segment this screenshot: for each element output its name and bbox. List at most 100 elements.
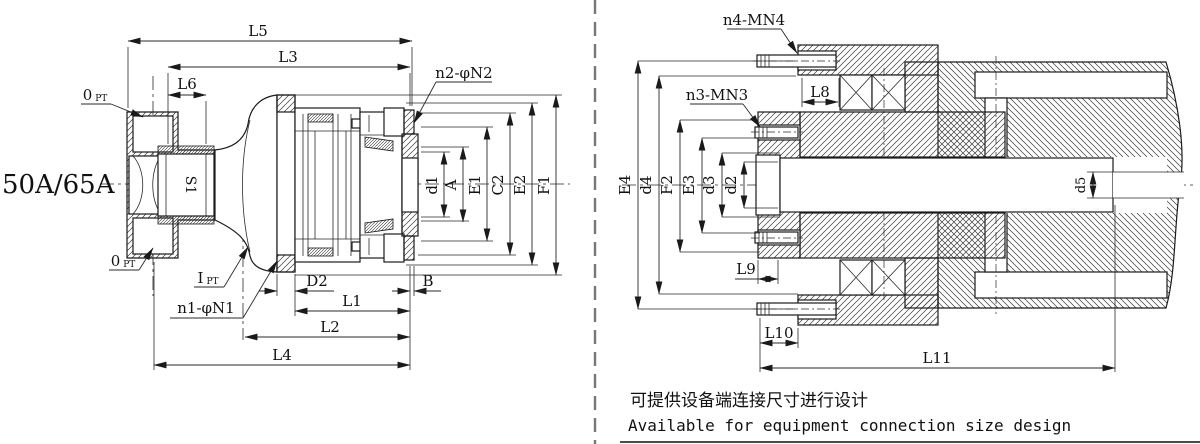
dim-L5-label: L5: [248, 22, 268, 40]
dim-d4-label: d4: [637, 175, 655, 194]
bearing-bottom: [839, 259, 906, 296]
bearing-cross: [871, 74, 906, 111]
shaft-tip-edges: [1113, 171, 1184, 199]
dim-D2-label: D2: [306, 272, 328, 290]
dim-L3: L3: [167, 48, 411, 71]
callout-n1-label: n1-φN1: [177, 299, 234, 317]
dim-A: A: [442, 146, 467, 223]
callout-n3-leader: [742, 103, 761, 128]
note-english: Available for equipment connection size …: [628, 416, 1071, 435]
dim-d2-label: d2: [722, 175, 740, 194]
left-extension-lines: [127, 47, 562, 370]
seal-thread-band-bottom: [307, 247, 334, 257]
dim-L1-label: L1: [342, 292, 362, 310]
dim-L1: L1: [294, 292, 411, 315]
dim-d4: d4: [637, 75, 663, 295]
dim-E1-label: E1: [466, 175, 484, 196]
flange-hatch-top: [276, 94, 296, 113]
bearing-top: [839, 74, 906, 111]
dim-F2: F2: [658, 119, 684, 253]
callout-n1-leader: [242, 260, 278, 319]
dim-C2: C2: [489, 112, 514, 256]
dim-L4: L4: [153, 346, 411, 369]
callout-n2-leader: [413, 81, 437, 124]
flange-hatch-bottom: [276, 254, 296, 273]
callout-n2-label: n2-φN2: [435, 64, 492, 82]
dim-L11: L11: [759, 349, 1116, 372]
callout-n4-leader: [780, 28, 798, 54]
callout-n4: n4-MN4: [723, 11, 798, 54]
dim-E2-label: E2: [511, 175, 529, 196]
stud-nut-top: [383, 107, 405, 137]
note-chinese: 可提供设备端连接尺寸进行设计: [630, 391, 868, 411]
top-port-bore: [132, 115, 174, 153]
port-side-leader: [223, 246, 249, 288]
shaft-tip-section: [1113, 172, 1184, 198]
dim-F1: F1: [535, 94, 560, 276]
callout-n2: n2-φN2: [413, 64, 493, 124]
housing-top-channel: [974, 71, 1168, 99]
dim-d1: d1: [423, 151, 448, 218]
dim-F2-label: F2: [658, 175, 676, 195]
stud-nut-bottom: [383, 233, 405, 263]
shaft-pilot: [755, 154, 781, 216]
callout-n4-label: n4-MN4: [723, 11, 785, 29]
dim-d5-label: d5: [1074, 177, 1089, 194]
dim-L8: L8: [801, 83, 839, 106]
elbow-neck: [214, 94, 278, 273]
callout-n1: n1-φN1: [170, 260, 278, 319]
dim-B: B: [392, 272, 441, 295]
dim-D2: D2: [259, 272, 334, 295]
left-view: L5 L3 L6 D2 B L1 L2: [2, 22, 570, 370]
shaft-main: [779, 157, 1114, 213]
mounting-flange-plate: [276, 94, 296, 273]
stud-nut-top-hatch: [403, 109, 415, 135]
stud-n3-top-threads: [758, 127, 768, 138]
dim-L10-label: L10: [764, 324, 793, 342]
dim-L2: L2: [244, 318, 411, 341]
bearing-cross: [839, 259, 873, 296]
stud-n3-bottom: [754, 231, 799, 244]
dim-L11-label: L11: [922, 349, 951, 367]
dim-A-label: A: [442, 179, 460, 191]
right-view: E4 d4 F2 E3 d3 d2 d5 L8: [616, 11, 1196, 372]
dim-B-label: B: [422, 272, 433, 290]
seal-stack-lines: [295, 114, 360, 256]
callout-n3-label: n3-MN3: [686, 86, 748, 104]
dim-L9: L9: [735, 260, 779, 283]
port-top-leader: [110, 103, 144, 118]
dim-L9-label: L9: [736, 260, 756, 278]
dim-E4-label: E4: [616, 175, 634, 196]
dim-d1-label: d1: [423, 175, 441, 194]
sleeve-wall-bottom: [799, 212, 1006, 259]
notes-block: 可提供设备端连接尺寸进行设计 Available for equipment c…: [620, 391, 1200, 443]
dim-L6: L6: [167, 75, 207, 99]
dim-E3-label: E3: [680, 175, 698, 196]
dim-E1: E1: [466, 126, 491, 242]
hex-facet-lines: [165, 154, 207, 216]
sleeve-wall-top: [799, 111, 1006, 158]
dim-d3: d3: [700, 152, 726, 218]
dim-L6-label: L6: [177, 75, 197, 93]
housing-bottom-channel: [974, 271, 1168, 299]
bearing-spacer-bottom: [904, 257, 939, 309]
dim-d2: d2: [722, 161, 748, 209]
packing-wedge-top: [364, 136, 394, 152]
left-view-part: [126, 94, 419, 273]
seal-thread-band-top: [307, 113, 334, 123]
port-bottom-leader: [138, 247, 154, 271]
neck-silhouette-curve: [242, 119, 251, 253]
body-step-lines: [360, 115, 402, 255]
dim-L10: L10: [759, 324, 799, 347]
dim-F1-label: F1: [535, 175, 553, 195]
stud-nut-bottom-hatch: [403, 235, 415, 261]
packing-wedge-bottom: [364, 218, 394, 234]
dim-L4-label: L4: [272, 346, 292, 364]
